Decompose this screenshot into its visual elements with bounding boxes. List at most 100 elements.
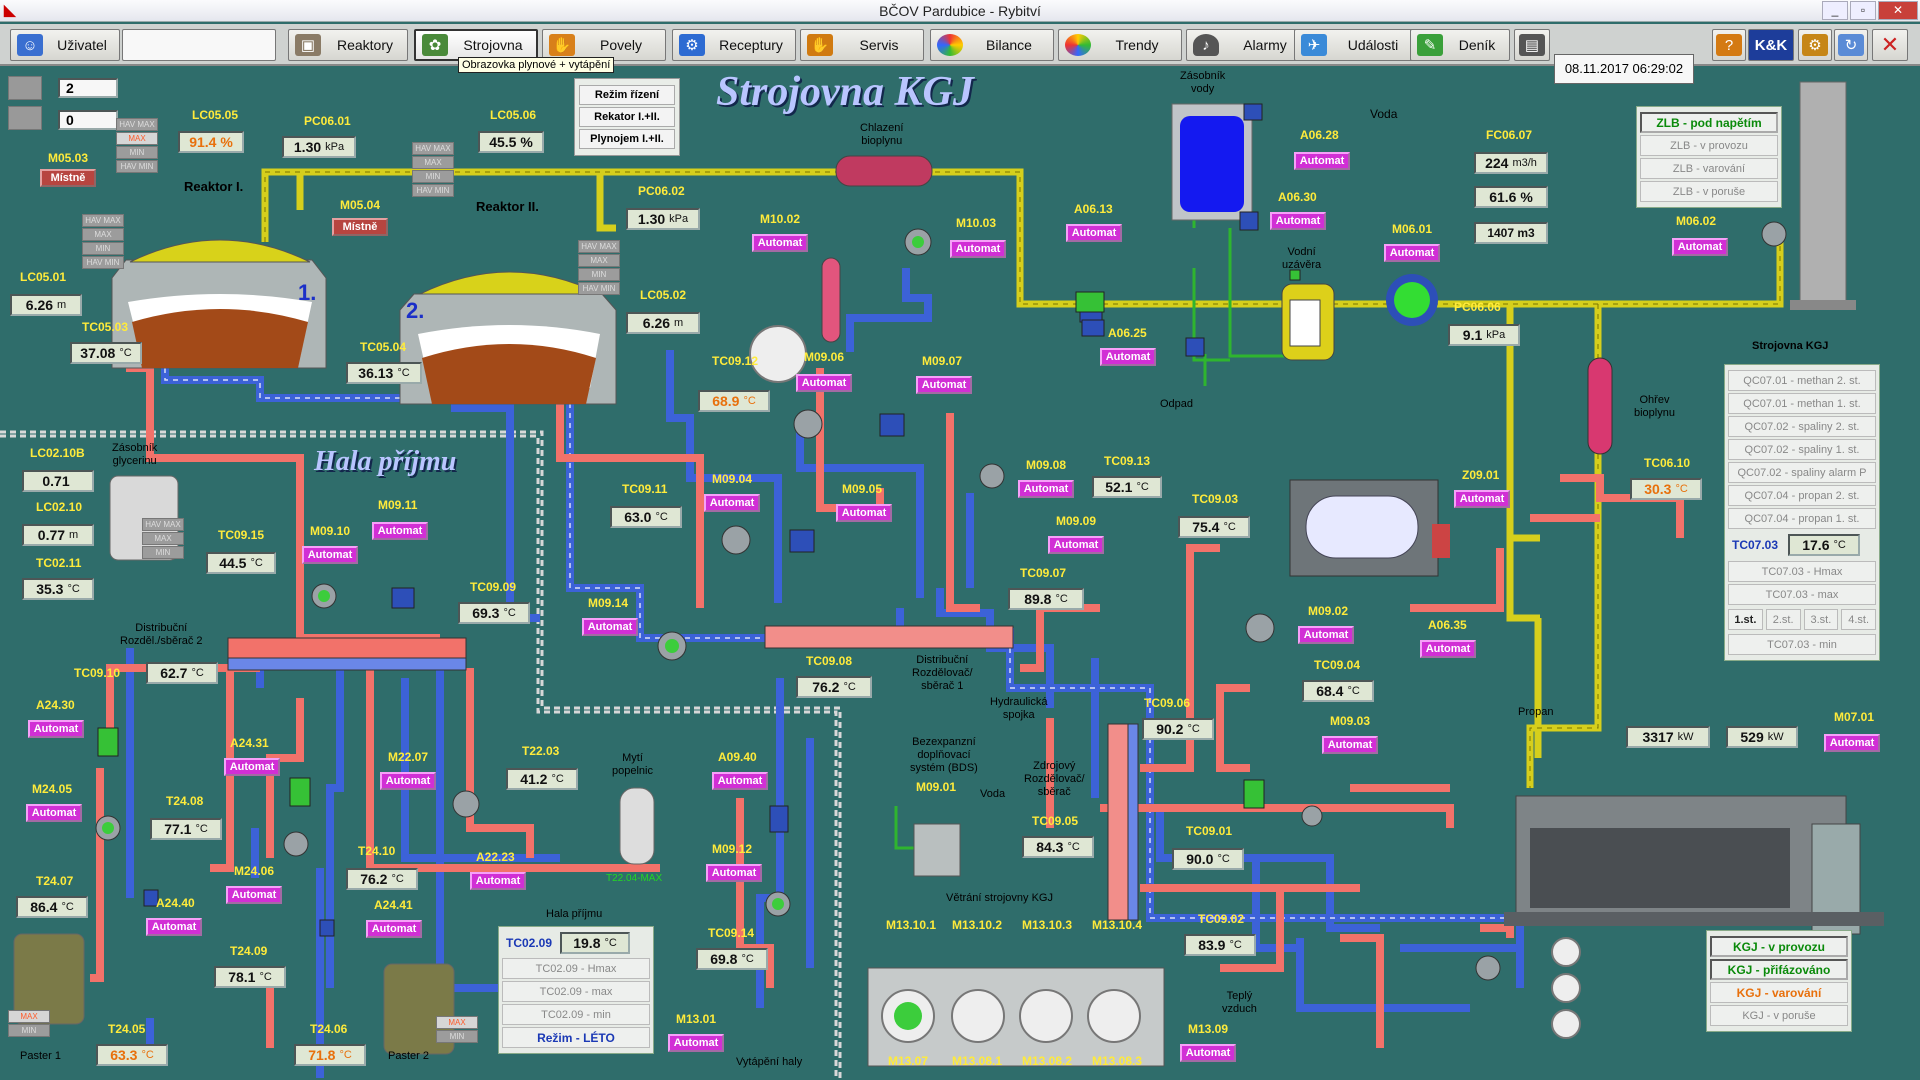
value-tc0913[interactable]: 52.1°C: [1092, 476, 1162, 498]
a0630-automat-button[interactable]: Automat: [1270, 212, 1326, 230]
m0907-automat-button[interactable]: Automat: [916, 376, 972, 394]
a0940-automat-button[interactable]: Automat: [712, 772, 768, 790]
strojovna-button[interactable]: ✿Strojovna: [414, 29, 538, 61]
value-tc0209[interactable]: 19.8°C: [560, 932, 631, 954]
value-tc0912[interactable]: 68.9°C: [698, 390, 770, 412]
value-tc0909[interactable]: 69.3°C: [458, 602, 530, 624]
m0602-automat-button[interactable]: Automat: [1672, 238, 1728, 256]
m1002-automat-button[interactable]: Automat: [752, 234, 808, 252]
reaktory-button[interactable]: ▣Reaktory: [288, 29, 408, 61]
receptury-button[interactable]: ⚙Receptury: [672, 29, 796, 61]
value-t2409[interactable]: 78.1°C: [214, 966, 286, 988]
value-t2406[interactable]: 71.8°C: [294, 1044, 366, 1066]
mode-gasholders[interactable]: Plynojem I.+II.: [579, 129, 675, 149]
value-lc0210b[interactable]: 0.71: [22, 470, 94, 492]
value-tc0907[interactable]: 89.8°C: [1008, 588, 1084, 610]
value-tc0504[interactable]: 36.13°C: [346, 362, 422, 384]
value-tc0211[interactable]: 35.3°C: [22, 578, 94, 600]
value-tc0906[interactable]: 90.2°C: [1142, 718, 1214, 740]
m1003-automat-button[interactable]: Automat: [950, 240, 1006, 258]
alarmy-button[interactable]: ♪Alarmy: [1186, 29, 1310, 61]
a2223-automat-button[interactable]: Automat: [470, 872, 526, 890]
a0628-automat-button[interactable]: Automat: [1294, 152, 1350, 170]
m2406-automat-button[interactable]: Automat: [226, 886, 282, 904]
m1301-automat-button[interactable]: Automat: [668, 1034, 724, 1052]
value-tc0902[interactable]: 83.9°C: [1184, 934, 1256, 956]
value-tc0908[interactable]: 76.2°C: [796, 676, 872, 698]
settings-button[interactable]: ⚙: [1798, 29, 1832, 61]
mode-regime[interactable]: Režim řízení: [579, 85, 675, 105]
value-tc0610[interactable]: 30.3°C: [1630, 478, 1702, 500]
help-button[interactable]: ?: [1712, 29, 1746, 61]
m0904-automat-button[interactable]: Automat: [704, 494, 760, 512]
m2207-automat-button[interactable]: Automat: [380, 772, 436, 790]
a2430-automat-button[interactable]: Automat: [28, 720, 84, 738]
m0504-local-button[interactable]: Místně: [332, 218, 388, 236]
z0901-automat-button[interactable]: Automat: [1454, 490, 1510, 508]
value-tc0905[interactable]: 84.3°C: [1022, 836, 1094, 858]
m0701-automat-button[interactable]: Automat: [1824, 734, 1880, 752]
value-tc0503[interactable]: 37.08°C: [70, 342, 142, 364]
exit-button[interactable]: ✕: [1872, 29, 1908, 61]
m0911-automat-button[interactable]: Automat: [372, 522, 428, 540]
m0908-automat-button[interactable]: Automat: [1018, 480, 1074, 498]
bilance-button[interactable]: Bilance: [930, 29, 1054, 61]
value-fc0607-percent[interactable]: 61.6 %: [1474, 186, 1548, 208]
m0903-automat-button[interactable]: Automat: [1322, 736, 1378, 754]
m0902-automat-button[interactable]: Automat: [1298, 626, 1354, 644]
m2405-automat-button[interactable]: Automat: [26, 804, 82, 822]
m0909-automat-button[interactable]: Automat: [1048, 536, 1104, 554]
user-button[interactable]: ☺Uživatel: [10, 29, 120, 61]
value-tc0915[interactable]: 44.5°C: [206, 552, 276, 574]
m0906-automat-button[interactable]: Automat: [796, 374, 852, 392]
value-tc0703[interactable]: 17.6°C: [1788, 534, 1861, 556]
m0503-local-button[interactable]: Místně: [40, 169, 96, 187]
value-t2405[interactable]: 63.3°C: [96, 1044, 168, 1066]
value-t2203[interactable]: 41.2°C: [506, 768, 578, 790]
a0635-automat-button[interactable]: Automat: [1420, 640, 1476, 658]
value-lc0505[interactable]: 91.4 %: [178, 131, 244, 153]
value-lc0506[interactable]: 45.5 %: [478, 131, 544, 153]
mode-summer-button[interactable]: Režim - LÉTO: [502, 1027, 650, 1048]
value-t2407[interactable]: 86.4°C: [16, 896, 88, 918]
a0613-automat-button[interactable]: Automat: [1066, 224, 1122, 242]
counter-1[interactable]: 2: [58, 78, 118, 98]
servis-button[interactable]: ✋Servis: [800, 29, 924, 61]
counter-2[interactable]: 0: [58, 110, 118, 130]
a2440-automat-button[interactable]: Automat: [146, 918, 202, 936]
value-tc0914[interactable]: 69.8°C: [696, 948, 768, 970]
maximize-button[interactable]: ▫: [1850, 1, 1876, 20]
m0914-automat-button[interactable]: Automat: [582, 618, 638, 636]
mode-reactors[interactable]: Rekator I.+II.: [579, 107, 675, 127]
m0601-automat-button[interactable]: Automat: [1384, 244, 1440, 262]
value-tc0911[interactable]: 63.0°C: [610, 506, 682, 528]
value-tc0903[interactable]: 75.4°C: [1178, 516, 1250, 538]
m0905-automat-button[interactable]: Automat: [836, 504, 892, 522]
m1309-automat-button[interactable]: Automat: [1180, 1044, 1236, 1062]
a2431-automat-button[interactable]: Automat: [224, 758, 280, 776]
minimize-button[interactable]: _: [1822, 1, 1848, 20]
m0912-automat-button[interactable]: Automat: [706, 864, 762, 882]
udalosti-button[interactable]: ✈Události: [1294, 29, 1418, 61]
a2441-automat-button[interactable]: Automat: [366, 920, 422, 938]
a0625-automat-button[interactable]: Automat: [1100, 348, 1156, 366]
value-tc0910[interactable]: 62.7°C: [146, 662, 218, 684]
povely-button[interactable]: ✋Povely: [542, 29, 666, 61]
value-tc0901[interactable]: 90.0°C: [1172, 848, 1244, 870]
value-t2408[interactable]: 77.1°C: [150, 818, 222, 840]
m0910-automat-button[interactable]: Automat: [302, 546, 358, 564]
value-fc0607-total[interactable]: 1407 m3: [1474, 222, 1548, 244]
value-t2410[interactable]: 76.2°C: [346, 868, 418, 890]
user-name-field[interactable]: [122, 29, 276, 61]
screen-capture-button[interactable]: ▤: [1514, 29, 1550, 61]
close-button[interactable]: ✕: [1878, 1, 1918, 20]
